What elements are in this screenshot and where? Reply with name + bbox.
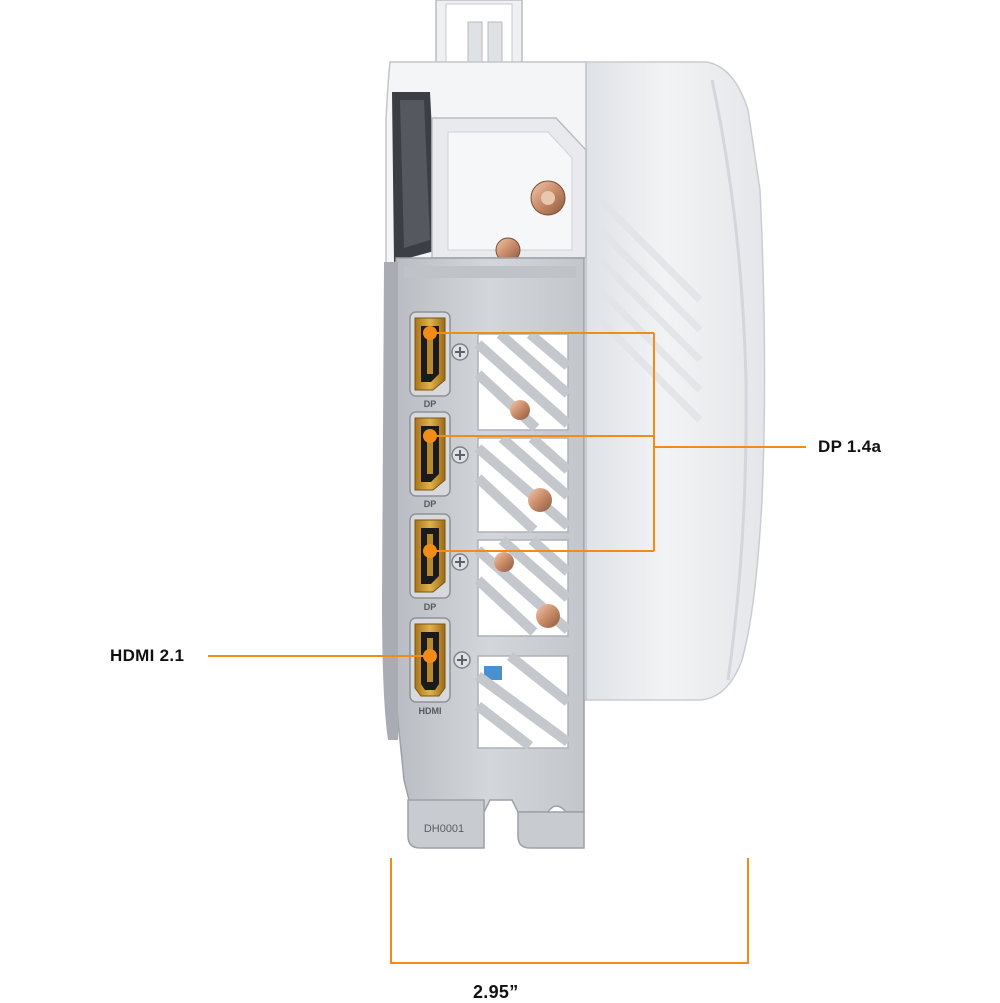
screw [451, 343, 469, 361]
bracket-code: DH0001 [424, 823, 464, 835]
dp-callout-dot [423, 544, 437, 558]
hdmi-port-label: HDMI [419, 706, 442, 716]
width-dimension-label: 2.95” [473, 982, 519, 1002]
screw [451, 446, 469, 464]
power-connector [435, 0, 523, 69]
dp-port-label: DP [424, 602, 437, 612]
width-dimension-bracket [390, 858, 749, 964]
dp-port-label: DP [424, 399, 437, 409]
hdmi-port: HDMI [409, 617, 451, 716]
heat-pipe [530, 180, 566, 216]
displayport-port: DP [409, 411, 451, 509]
dp-callout-dot [423, 429, 437, 443]
fan-shroud [585, 61, 766, 701]
dp-port-label: DP [424, 499, 437, 509]
vent-grille [474, 330, 572, 432]
hdmi-callout-dot [423, 649, 437, 663]
screw [451, 553, 469, 571]
hdmi-callout-line [208, 649, 437, 663]
displayport-port: DP [409, 513, 451, 612]
dp-callout-dot [423, 326, 437, 340]
dp-callout-label: DP 1.4a [818, 437, 882, 456]
vent-grille [474, 434, 572, 534]
hdmi-callout-label: HDMI 2.1 [110, 646, 185, 665]
screw [453, 651, 471, 669]
dp-callout-lines [430, 332, 806, 552]
vent-grille [474, 536, 572, 637]
vent-grille [474, 652, 572, 750]
